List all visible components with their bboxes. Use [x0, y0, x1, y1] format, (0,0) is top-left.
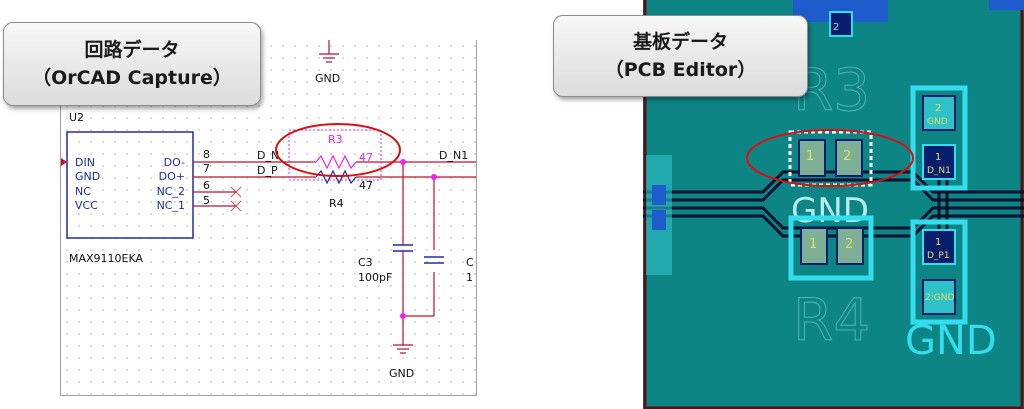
r4-pad-1[interactable]	[800, 227, 828, 265]
board-outline	[643, 0, 1024, 409]
c3-refdes: C3	[358, 256, 373, 269]
ic-pin-din: DIN	[75, 156, 95, 169]
ic-pin-do-plus: DO+	[159, 170, 185, 183]
top-right-pad-1-net: D_N1	[927, 166, 951, 176]
silk-gnd-mid: GND	[791, 191, 869, 231]
r3-refdes: R3	[328, 133, 343, 146]
bottom-right-pad-1-num: 1	[935, 237, 941, 248]
r4-pad-1-label: 1	[809, 237, 817, 252]
pcb-callout: 基板データ （PCB Editor）	[553, 15, 808, 97]
highlight-ellipse-r3	[275, 123, 401, 177]
net-label-dn1: D_N1	[439, 149, 468, 162]
capacitor-c3[interactable]	[393, 244, 413, 252]
top-right-footprint[interactable]	[910, 85, 968, 191]
ic-body[interactable]	[66, 131, 194, 239]
gnd-symbol-bottom	[393, 344, 413, 354]
ic-refdes: U2	[69, 111, 84, 124]
pin-number-8: 8	[203, 148, 210, 161]
ic-pin-nc2: NC_2	[157, 185, 185, 198]
bottom-right-pad-2-label: 2:GND	[925, 293, 954, 303]
top-right-pad-2-num: 2	[935, 103, 941, 114]
schematic-callout-subtitle: （OrCAD Capture）	[32, 67, 232, 89]
ic-pin-vcc: VCC	[75, 199, 98, 212]
top-right-pad-2-net: GND	[927, 117, 948, 127]
junction-dot	[400, 159, 406, 165]
r4-footprint[interactable]	[788, 215, 874, 281]
r4-pad-2-label: 2	[845, 237, 853, 252]
din-input-arrow	[61, 158, 67, 166]
gnd-label-bottom: GND	[389, 367, 414, 380]
ic-part-number: MAX9110EKA	[69, 252, 144, 265]
capacitor-right[interactable]	[424, 256, 444, 264]
r3-value: 47	[359, 151, 373, 164]
bottom-right-pad-1-net: D_P1	[927, 251, 950, 261]
gnd-symbol-top	[319, 40, 339, 63]
ic-pin-nc: NC	[75, 185, 91, 198]
schematic-drawing: GND U2 DIN GND NC VCC DO- DO+ NC_2 NC_1 …	[55, 40, 476, 380]
silk-r4-ghost: R4	[793, 286, 870, 354]
pcb-callout-title: 基板データ	[632, 31, 728, 53]
gnd-label-top: GND	[315, 72, 340, 85]
r4-value: 47	[359, 179, 373, 192]
bottom-right-footprint[interactable]	[910, 219, 968, 325]
junction-dot	[400, 313, 406, 319]
ic-pin-do-minus: DO-	[164, 156, 185, 169]
r3-pad-1-label: 1	[806, 149, 814, 164]
silk-gnd-large: GND	[905, 318, 997, 364]
ic-pin-nc1: NC_1	[157, 199, 185, 212]
r3-pad-2-label: 2	[843, 149, 851, 164]
junction-dot	[431, 174, 437, 180]
top-right-pad-1[interactable]	[922, 144, 956, 180]
r3-pad-2[interactable]	[835, 139, 863, 177]
pcb-callout-subtitle: （PCB Editor）	[604, 59, 757, 81]
net-label-dp: D_P	[257, 164, 278, 177]
resistor-r3[interactable]	[315, 154, 357, 170]
top-right-pad-2[interactable]	[922, 95, 956, 131]
pin-number-7: 7	[203, 162, 210, 175]
schematic-callout-title: 回路データ	[84, 39, 180, 61]
cap-right-value: 1	[466, 271, 473, 284]
top-small-pad-label: 2	[833, 22, 839, 33]
highlight-ellipse-r3-pcb	[746, 129, 914, 187]
no-connect-markers	[230, 186, 242, 212]
r3-footprint-selected[interactable]	[788, 130, 873, 187]
resistor-r4[interactable]	[315, 169, 357, 185]
schematic-callout: 回路データ （OrCAD Capture）	[3, 22, 261, 106]
net-label-dn: D_N	[257, 149, 279, 162]
bottom-right-pad-2[interactable]	[922, 279, 956, 315]
ic-pin-gnd: GND	[75, 170, 100, 183]
top-right-pad-1-num: 1	[935, 152, 941, 163]
signal-wires	[193, 161, 476, 345]
c3-value: 100pF	[358, 271, 392, 284]
cap-right-refdes: C	[466, 256, 474, 269]
pin-number-5: 5	[203, 194, 210, 207]
r4-refdes: R4	[329, 197, 344, 210]
r4-pad-2[interactable]	[836, 227, 864, 265]
r3-selection-box[interactable]	[288, 129, 382, 181]
pin-number-6: 6	[203, 179, 210, 192]
bottom-right-pad-1[interactable]	[922, 229, 956, 265]
r3-pad-1[interactable]	[798, 139, 826, 177]
